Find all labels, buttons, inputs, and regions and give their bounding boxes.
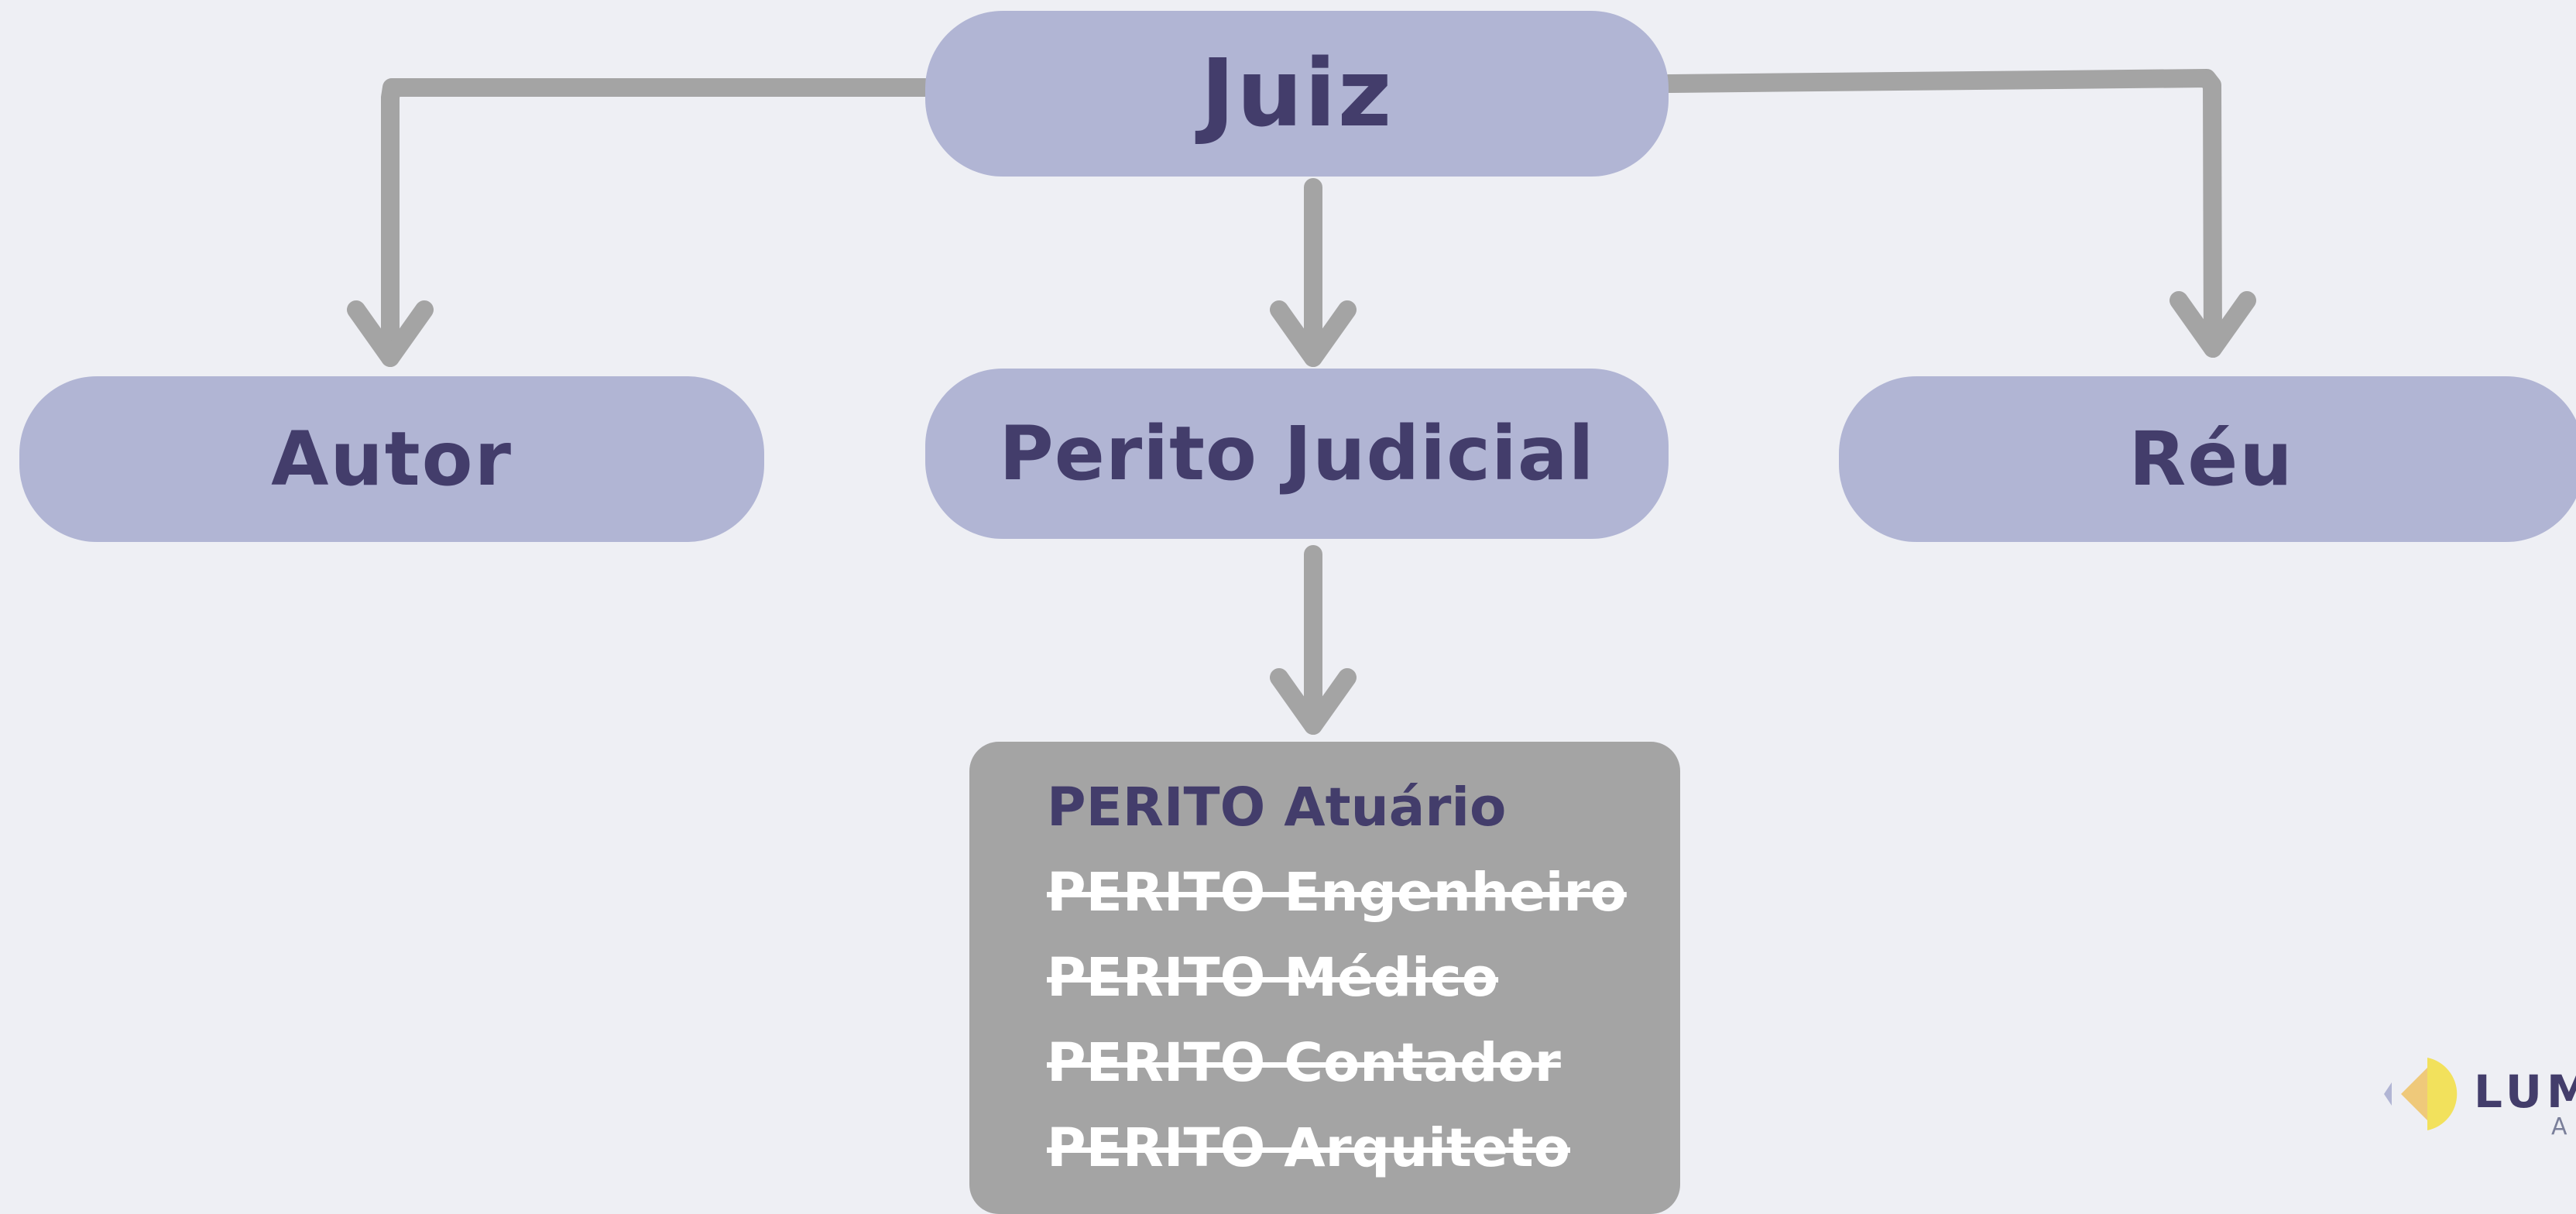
node-perito-label: Perito Judicial [999,410,1595,497]
perito-type-item: PERITO Médico [1047,947,1499,1009]
arrowhead-perito [1270,300,1357,367]
connector-juiz-reu [1659,69,2222,358]
perito-type-item: PERITO Engenheiro [1047,862,1627,924]
arrowhead-reu [2170,291,2256,358]
node-reu: Réu [1839,376,2576,542]
logo-mark-icon [2384,1058,2458,1130]
node-juiz-label: Juiz [1200,39,1394,148]
node-autor: Autor [19,376,764,542]
perito-type-item: PERITO Atuário [1047,777,1507,838]
connector-juiz-autor [381,78,935,367]
perito-type-item: PERITO Arquiteto [1047,1117,1571,1179]
brand-name: LUM [2474,1065,2576,1118]
node-juiz: Juiz [925,11,1669,177]
arrowhead-autor [347,300,434,367]
node-perito-judicial: Perito Judicial [925,369,1669,539]
arrowhead-list [1270,668,1357,735]
brand-logo: LUM A [2381,1051,2576,1144]
perito-type-item: PERITO Contador [1047,1032,1561,1094]
node-autor-label: Autor [271,416,513,502]
perito-types-list: PERITO Atuário PERITO Engenheiro PERITO … [969,742,1680,1214]
brand-subtitle: A [2551,1113,2571,1140]
node-reu-label: Réu [2128,416,2294,502]
